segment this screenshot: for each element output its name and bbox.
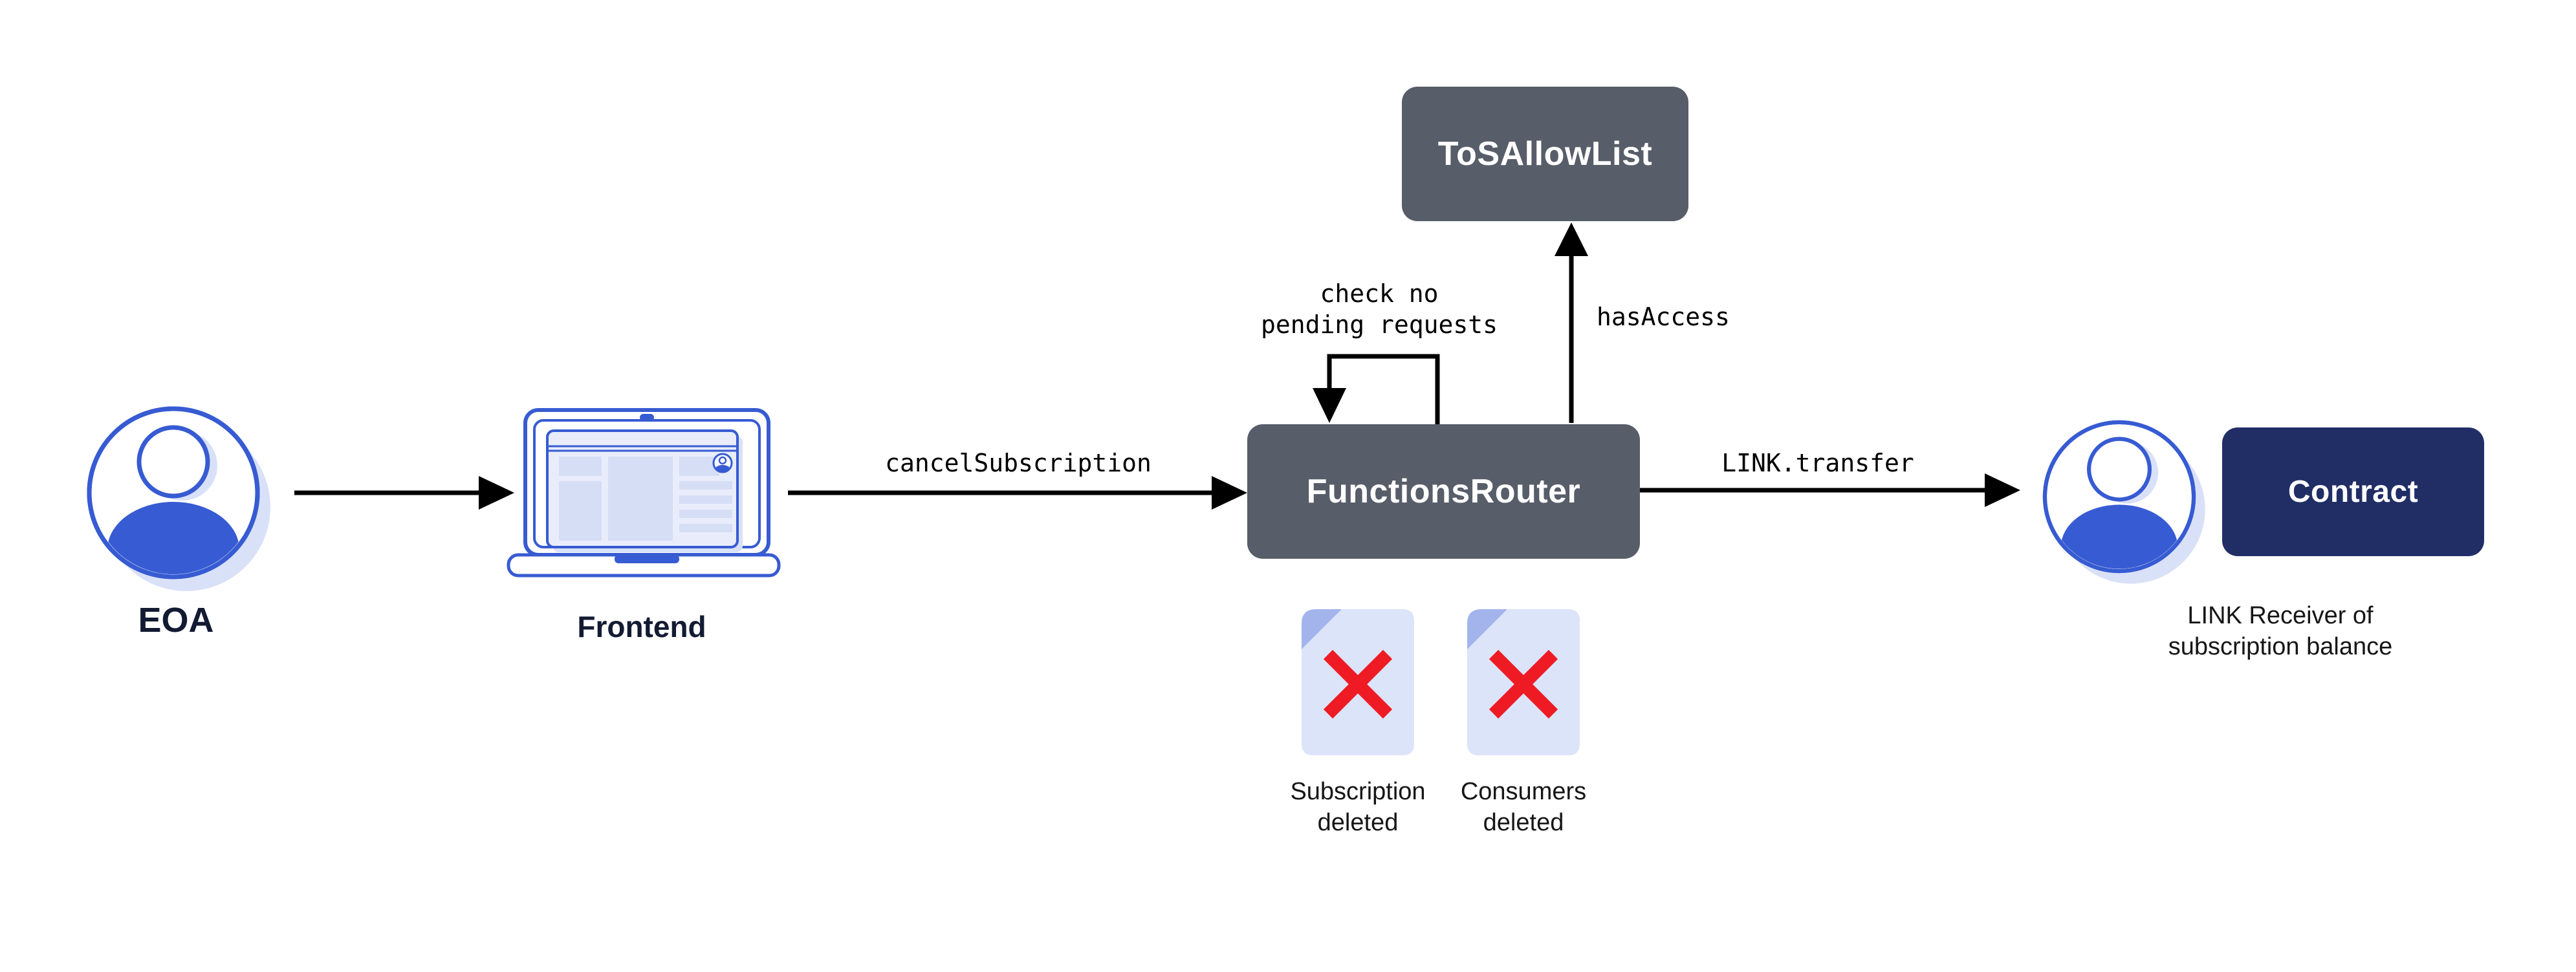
browser-avatar-icon <box>712 453 733 473</box>
functions-router-label: FunctionsRouter <box>1306 473 1581 510</box>
subscription-deleted-document-icon <box>1302 609 1414 755</box>
tos-allow-list-node: ToSAllowList <box>1402 87 1688 221</box>
link-receiver-person-icon <box>2045 422 2205 589</box>
functions-router-node: FunctionsRouter <box>1247 424 1640 559</box>
contract-node: Contract <box>2222 427 2484 556</box>
check-pending-edge-label: check no pending requests <box>1260 279 1498 339</box>
tos-allow-list-label: ToSAllowList <box>1437 135 1653 173</box>
cancel-subscription-edge-label: cancelSubscription <box>885 449 1152 477</box>
red-x-icon <box>1489 649 1558 719</box>
arrow-has-access <box>1555 222 1588 423</box>
arrow-link-transfer <box>1640 473 2020 507</box>
folded-corner-icon <box>1467 609 1507 649</box>
subscription-deleted-caption: Subscription deleted <box>1290 778 1426 836</box>
consumers-deleted-document-icon <box>1467 609 1580 755</box>
frontend-label: Frontend <box>577 610 706 643</box>
eoa-label: EOA <box>138 601 214 640</box>
consumers-deleted-caption: Consumers deleted <box>1460 778 1587 836</box>
eoa-person-icon <box>89 409 270 598</box>
link-transfer-edge-label: LINK.transfer <box>1721 449 1914 477</box>
red-x-icon <box>1323 649 1393 719</box>
arrow-check-pending-loop <box>1313 354 1440 424</box>
has-access-edge-label: hasAccess <box>1597 303 1730 331</box>
contract-label: Contract <box>2287 475 2419 509</box>
laptop-icon <box>507 408 781 578</box>
arrow-eoa-to-frontend <box>294 476 514 510</box>
folded-corner-icon <box>1302 609 1342 649</box>
link-receiver-caption: LINK Receiver of subscription balance <box>2168 602 2393 660</box>
arrow-cancel-subscription <box>788 476 1247 510</box>
